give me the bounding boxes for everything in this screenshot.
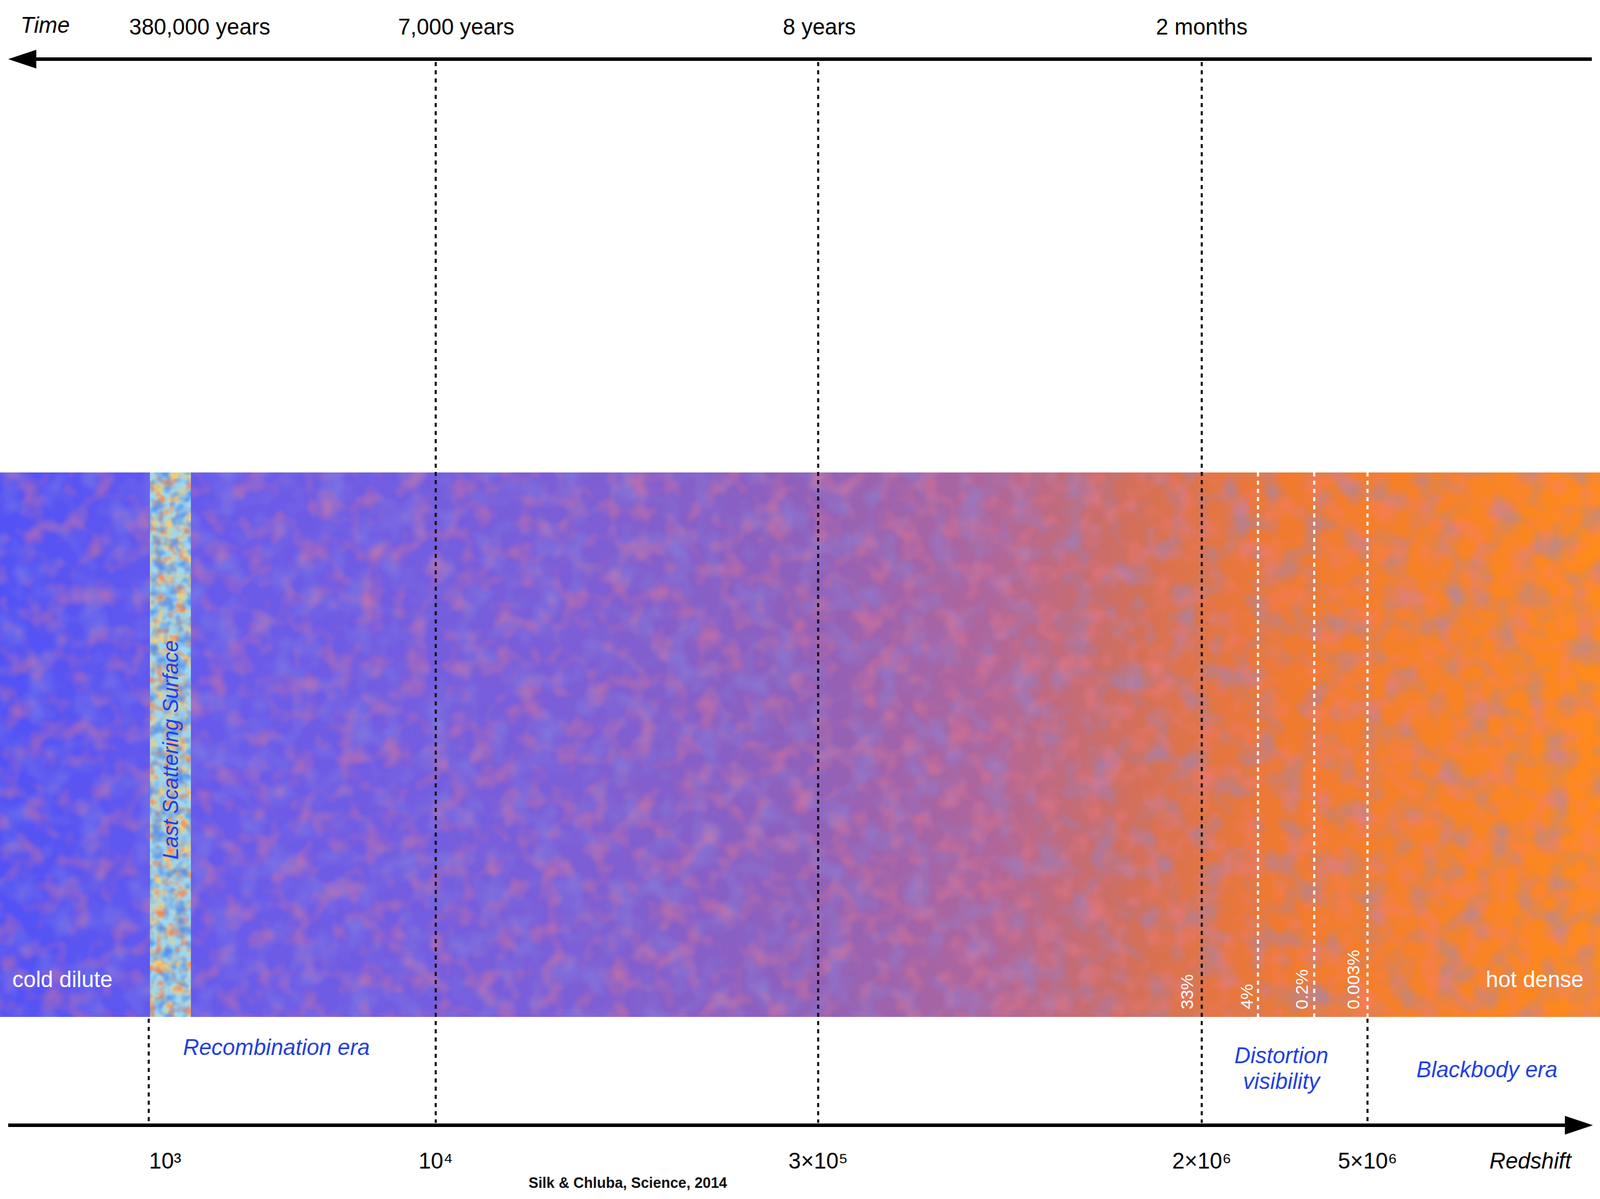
band-gradient	[0, 472, 1600, 1018]
band-texture	[0, 472, 1600, 1018]
dashed-marker	[434, 62, 437, 1124]
last-scattering-band: Last Scattering Surface	[149, 472, 191, 1018]
time-value: 2 months	[1156, 14, 1248, 41]
arrowhead	[1564, 1116, 1593, 1135]
percent-label: 0.2%	[1291, 969, 1313, 1010]
era-label: Distortion visibility	[1214, 1043, 1349, 1095]
redshift-value: 10³	[149, 1149, 182, 1175]
dashed-marker	[1200, 62, 1203, 1124]
band-title: Last Scattering Surface	[158, 640, 183, 860]
axis-title: Time	[20, 12, 70, 39]
cmb-texture	[149, 472, 191, 1018]
era-label: Recombination era	[183, 1035, 371, 1062]
dashed-marker	[147, 1019, 150, 1124]
dashed-marker	[1313, 472, 1316, 1018]
region-note: hot dense	[1485, 967, 1584, 994]
axis-line	[32, 57, 1592, 61]
region-note: cold dilute	[12, 967, 113, 994]
redshift-value: 10⁴	[418, 1149, 454, 1175]
dashed-marker	[1256, 472, 1260, 1018]
redshift-axis	[8, 1116, 1593, 1135]
time-value: 380,000 years	[129, 14, 271, 41]
cmb-texture	[149, 472, 191, 1018]
source-caption: Silk & Chluba, Science, 2014	[528, 1174, 727, 1192]
era-label: Blackbody era	[1416, 1057, 1558, 1084]
axis-line	[8, 1123, 1568, 1128]
dashed-marker	[816, 62, 820, 1124]
percent-label: 4%	[1236, 984, 1258, 1010]
arrowhead	[8, 49, 37, 69]
epoch-markers	[148, 62, 1368, 1124]
cmb-strip-base	[149, 472, 191, 1018]
dashed-marker	[1366, 472, 1369, 1018]
band-texture	[0, 472, 1600, 1018]
redshift-value: 2×10⁶	[1171, 1149, 1232, 1175]
time-value: 7,000 years	[398, 14, 515, 41]
time-axis	[8, 49, 1592, 69]
axis-title: Redshift	[1489, 1149, 1571, 1175]
cmb-texture	[149, 472, 191, 1018]
cmb-strip	[149, 472, 191, 1018]
time-value: 8 years	[783, 14, 857, 41]
redshift-value: 3×10⁵	[788, 1149, 848, 1175]
plasma-band	[0, 472, 1600, 1018]
dashed-marker	[1366, 1019, 1369, 1124]
percent-label: 33%	[1177, 974, 1198, 1010]
redshift-value: 5×10⁶	[1337, 1149, 1397, 1175]
percent-label: 0.003%	[1343, 949, 1364, 1010]
